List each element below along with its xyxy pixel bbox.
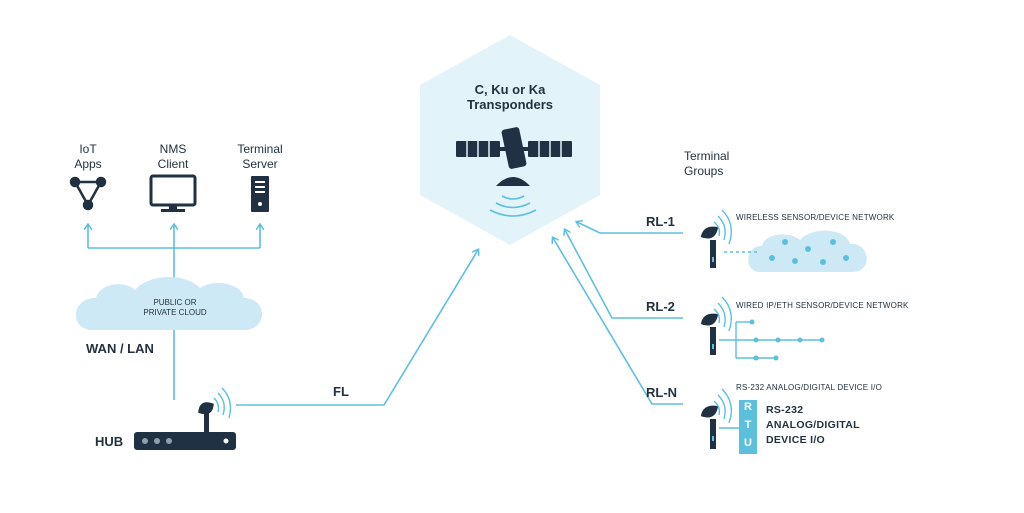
wired-sensor-network xyxy=(719,319,825,361)
iot-apps-label-line2: Apps xyxy=(74,157,102,171)
terminal-dish-icon xyxy=(700,209,732,268)
rln-link-line xyxy=(553,238,683,405)
cloud-shape xyxy=(75,276,262,330)
iot-apps-icon xyxy=(69,176,107,211)
terminal-server-label: Terminal Server xyxy=(225,142,295,172)
terminal-server-label-line1: Terminal xyxy=(237,142,283,156)
rtu-description-line2: ANALOG/DIGITAL xyxy=(766,419,860,431)
terminal-dish-icon xyxy=(700,296,732,355)
hub-dish-icon xyxy=(198,387,232,432)
rtu-description-line1: RS-232 xyxy=(766,404,804,416)
satellite-icon xyxy=(456,127,572,217)
terminal-groups-label-line1: Terminal xyxy=(684,149,730,163)
fl-link-line xyxy=(236,250,478,406)
cloud-label: PUBLIC OR PRIVATE CLOUD xyxy=(110,298,240,318)
rln-label: RL-N xyxy=(646,385,678,400)
rl2-label: RL-2 xyxy=(646,299,675,314)
satellite-label-line1: C, Ku or Ka xyxy=(474,82,546,97)
rtu-letter-u: U xyxy=(744,437,752,449)
wan-lan-label: WAN / LAN xyxy=(86,341,154,356)
terminal-dish-icon xyxy=(700,388,732,449)
satellite-label-line2: Transponders xyxy=(467,97,553,112)
wireless-network-caption: WIRELESS SENSOR/DEVICE NETWORK xyxy=(736,213,895,222)
fl-label: FL xyxy=(333,384,349,399)
iot-apps-label: IoT Apps xyxy=(58,142,118,172)
rtu-box xyxy=(739,400,757,454)
nms-client-icon xyxy=(149,174,197,212)
nms-client-label: NMS Client xyxy=(143,142,203,172)
rl2-link-line xyxy=(565,230,683,319)
terminal-server-label-line2: Server xyxy=(242,157,278,171)
hub-device xyxy=(134,432,236,450)
terminal-server-icon xyxy=(251,176,269,212)
rl1-link-line xyxy=(577,222,683,234)
rtu-description-line3: DEVICE I/O xyxy=(766,434,826,446)
rtu-letter-r: R xyxy=(744,401,752,413)
wired-network-caption: WIRED IP/ETH SENSOR/DEVICE NETWORK xyxy=(736,301,909,310)
terminal-groups-label-line2: Groups xyxy=(684,164,724,178)
cloud-label-line1: PUBLIC OR xyxy=(153,298,197,307)
nms-client-label-line2: Client xyxy=(157,157,189,171)
wireless-sensor-network xyxy=(724,230,867,272)
hub-label: HUB xyxy=(95,434,124,449)
iot-apps-label-line1: IoT xyxy=(79,142,97,156)
rtu-letter-t: T xyxy=(744,419,752,431)
nms-client-label-line1: NMS xyxy=(159,142,187,156)
rl1-label: RL-1 xyxy=(646,214,675,229)
rs232-caption: RS-232 ANALOG/DIGITAL DEVICE I/O xyxy=(736,383,882,392)
rtu-description: RS-232 ANALOG/DIGITAL DEVICE I/O xyxy=(766,403,860,448)
cloud-label-line2: PRIVATE CLOUD xyxy=(143,308,207,317)
satellite-label: C, Ku or Ka Transponders xyxy=(450,82,570,112)
terminal-groups-label: Terminal Groups xyxy=(684,149,729,179)
